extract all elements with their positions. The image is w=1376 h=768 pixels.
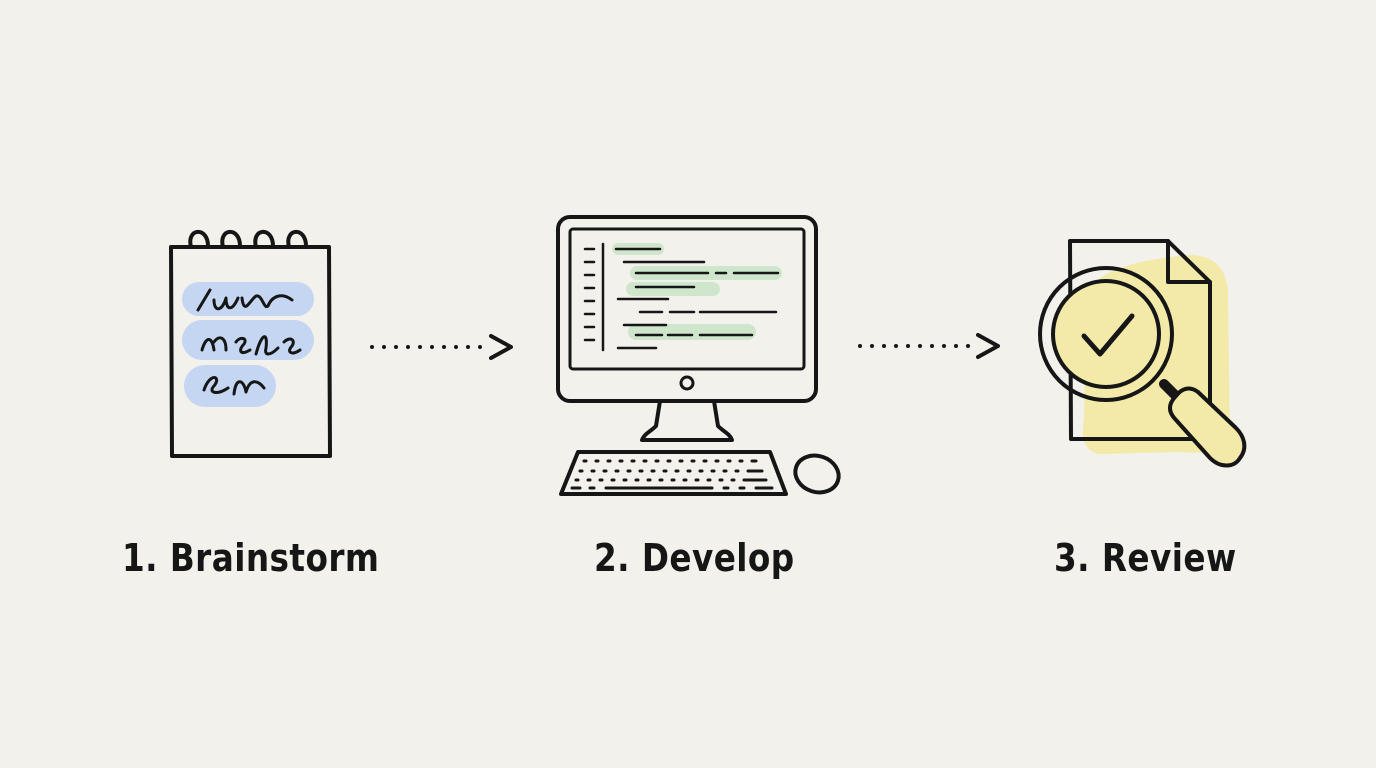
computer-icon [556,215,841,496]
code-lines [583,242,780,352]
dotted-arrow-icon [858,333,1000,359]
step-label-brainstorm: 1. Brainstorm [122,536,380,580]
dotted-arrow-icon [370,334,513,360]
magnifier-check-icon [1038,239,1247,468]
checkmark-icon [1081,313,1135,357]
step-label-review: 3. Review [1054,536,1237,580]
keyboard-keys [570,459,774,490]
step-label-develop: 2. Develop [594,536,795,580]
notepad-icon [169,229,332,458]
